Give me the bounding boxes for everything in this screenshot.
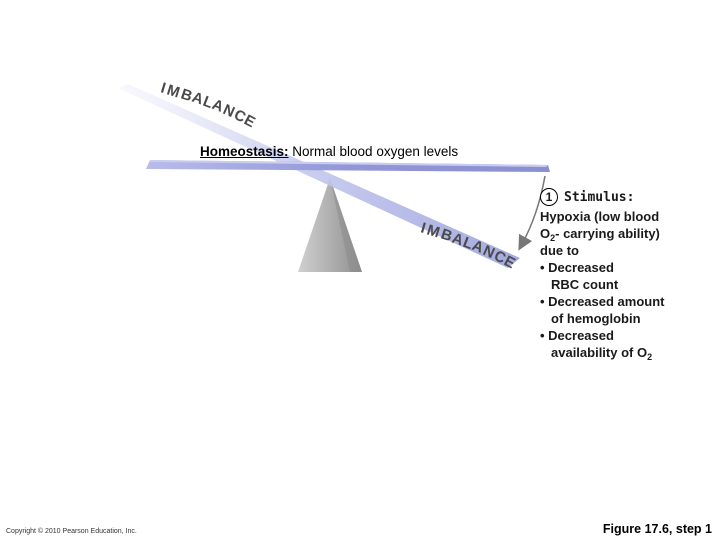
- svg-text:I: I: [159, 80, 169, 98]
- stimulus-header: 1 Stimulus:: [540, 188, 710, 206]
- stimulus-arrow: [518, 175, 546, 251]
- bullet-availability-cont: availability of O2: [540, 344, 710, 362]
- bullet-rbc: • Decreased: [540, 260, 614, 275]
- level-beam-top: [150, 160, 548, 167]
- bullet-hemoglobin: • Decreased amount: [540, 294, 665, 309]
- svg-text:A: A: [470, 237, 487, 257]
- step-number-badge: 1: [540, 188, 558, 206]
- homeostasis-lead: Homeostasis:: [200, 144, 289, 159]
- svg-text:M: M: [425, 222, 443, 242]
- fulcrum-shadow: [330, 178, 362, 272]
- imbalance-label-bottom: I M B A L A N C E: [419, 220, 519, 273]
- figure-reference: Figure 17.6, step 1: [602, 522, 712, 536]
- copyright-notice: Copyright © 2010 Pearson Education, Inc.: [6, 528, 137, 535]
- bullet-rbc-cont: RBC count: [551, 277, 619, 292]
- svg-text:A: A: [450, 230, 467, 250]
- svg-text:A: A: [190, 89, 207, 109]
- o2-subscript: 2: [550, 233, 556, 243]
- stimulus-panel: 1 Stimulus: Hypoxia (low blood O2- carry…: [540, 188, 710, 362]
- o2-subscript-2: 2: [647, 352, 653, 362]
- svg-text:I: I: [419, 220, 429, 238]
- homeostasis-title: Homeostasis: Normal blood oxygen levels: [200, 144, 458, 159]
- bullet-hemoglobin-cont: of hemoglobin: [551, 311, 641, 326]
- o2-symbol: O: [540, 226, 551, 241]
- svg-text:B: B: [179, 86, 196, 106]
- stimulus-label: Stimulus:: [564, 189, 635, 205]
- tilted-beam: [118, 84, 520, 268]
- stimulus-line-3: due to: [540, 243, 579, 258]
- svg-text:A: A: [210, 96, 227, 116]
- stimulus-line-1: Hypoxia (low blood: [540, 209, 660, 224]
- carrying-ability: - carrying ability): [555, 226, 660, 241]
- svg-text:M: M: [165, 82, 183, 102]
- stimulus-line-2: O2- carrying ability): [540, 225, 710, 243]
- svg-text:B: B: [439, 226, 456, 246]
- homeostasis-desc: Normal blood oxygen levels: [288, 144, 459, 159]
- availability-text: availability of O: [551, 345, 648, 360]
- bullet-availability: • Decreased: [540, 328, 614, 343]
- imbalance-label-top: I M B A L A N C E: [159, 80, 259, 132]
